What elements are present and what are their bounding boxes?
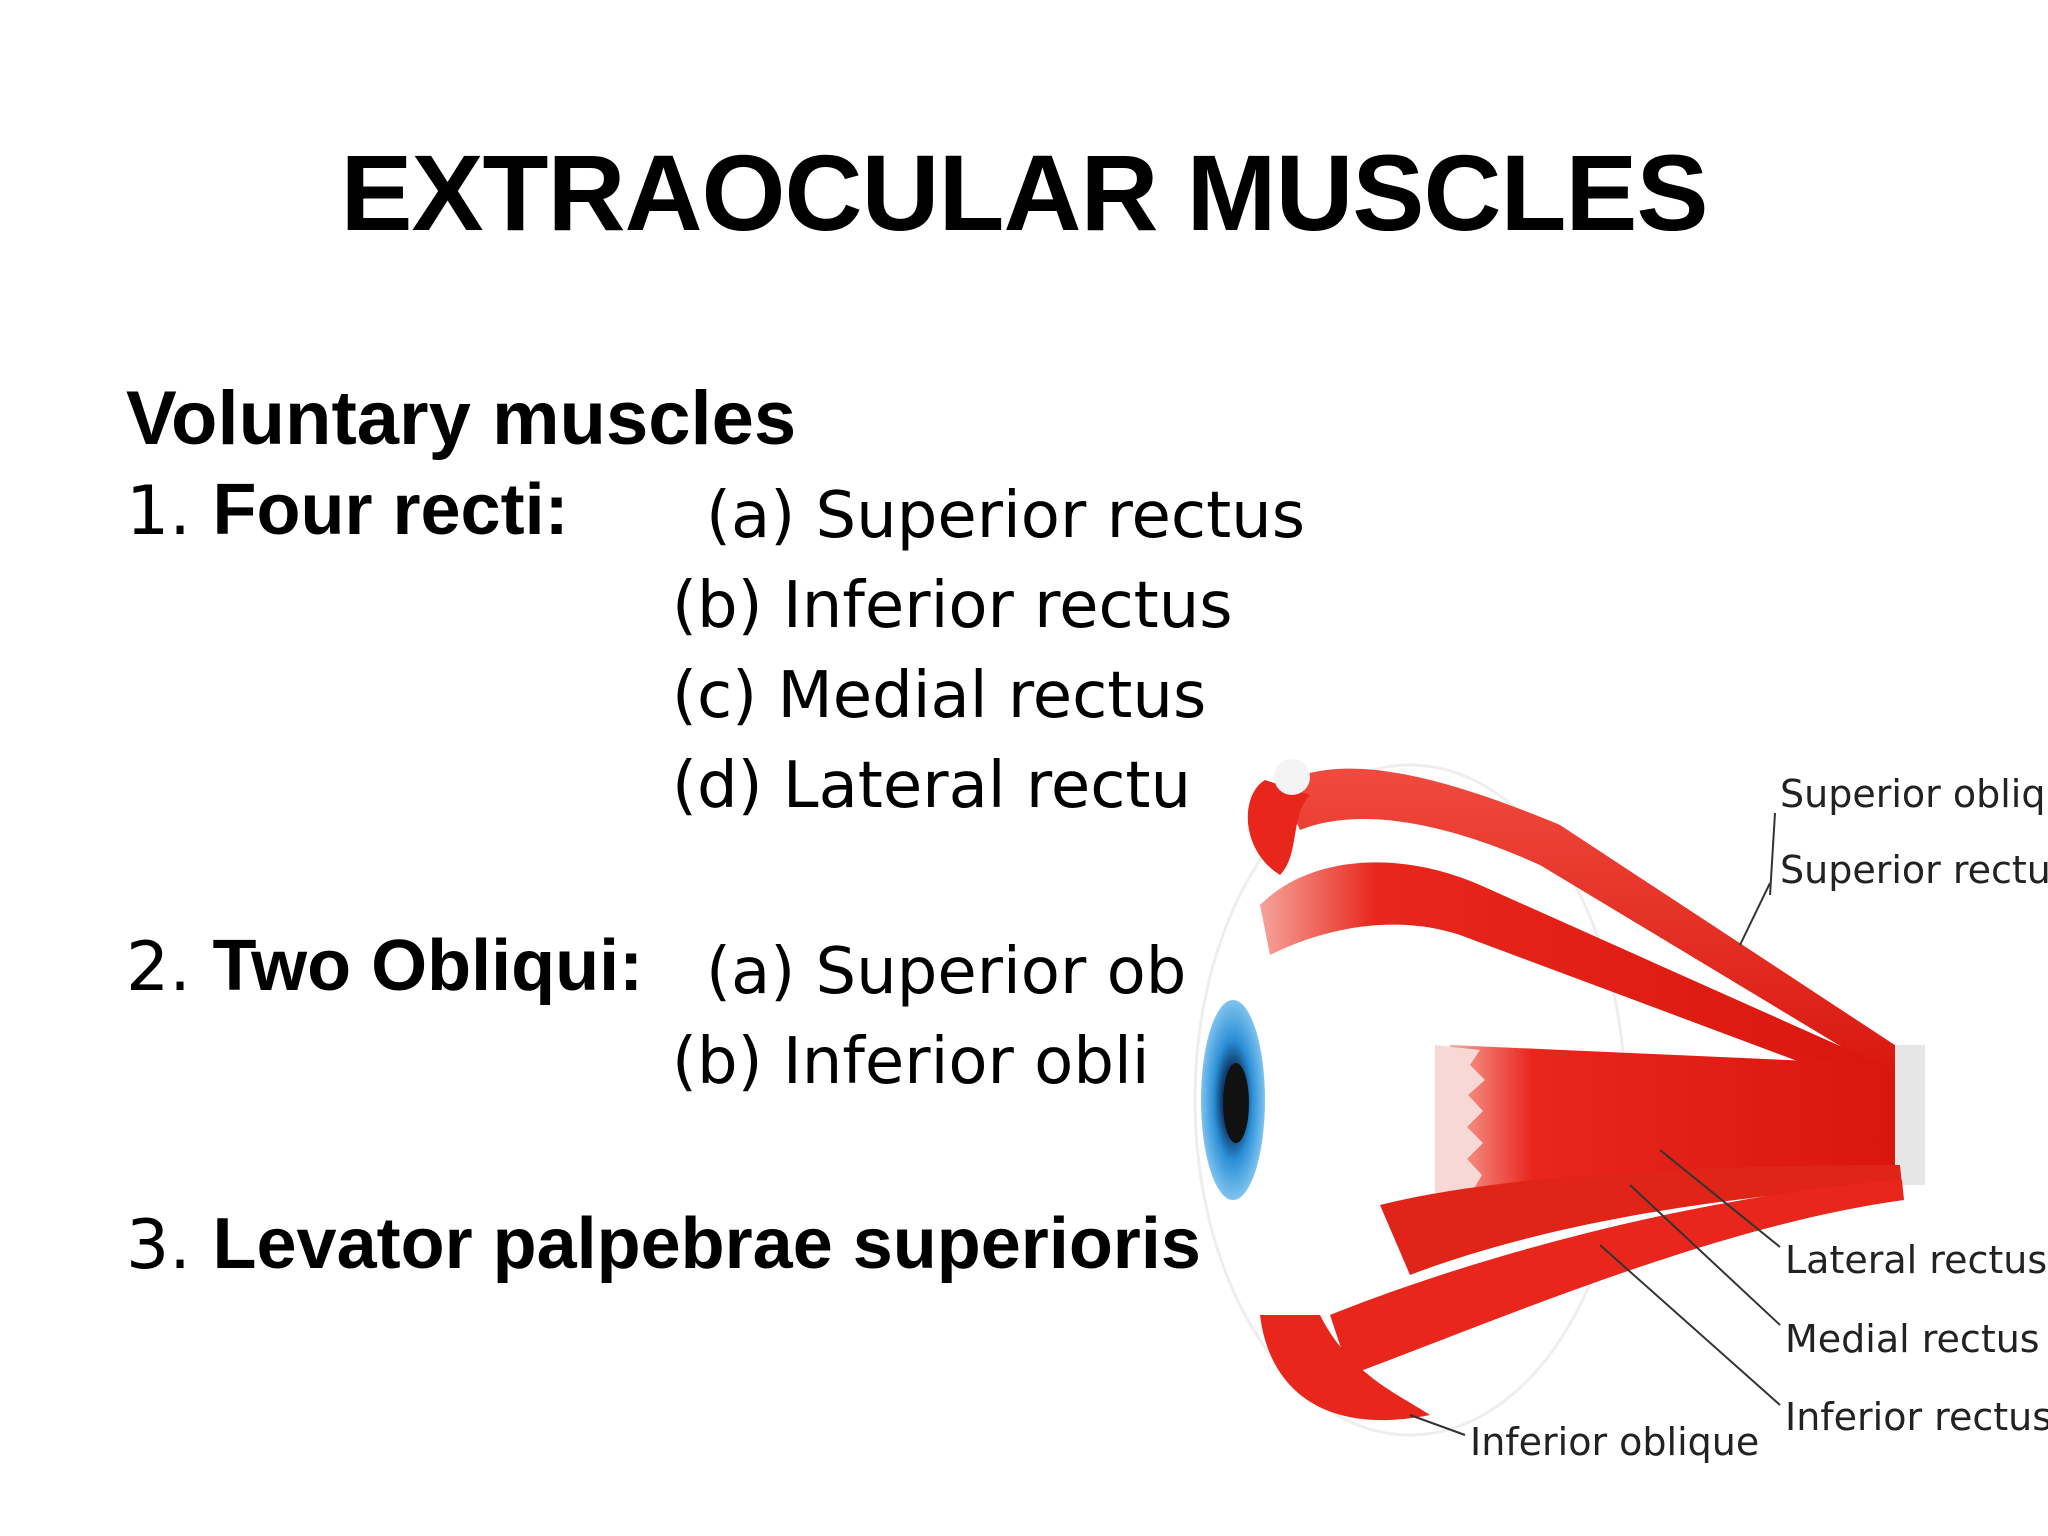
inferior-oblique-muscle (1260, 1315, 1430, 1421)
item-number: 2. (126, 928, 191, 1007)
section-heading: Voluntary muscles (126, 376, 797, 461)
item-number: 1. (126, 472, 191, 551)
pupil (1223, 1063, 1249, 1143)
slide-title: EXTRAOCULAR MUSCLES (340, 132, 1708, 253)
item-label: Levator palpebrae superioris (212, 1204, 1201, 1284)
list-item-2: 2. Two Obliqui: (126, 926, 643, 1008)
superior-rectus-muscle (1260, 862, 1905, 1100)
inferior-rectus-muscle (1330, 1180, 1904, 1375)
item-number: 3. (126, 1206, 191, 1285)
trochlea (1247, 780, 1310, 875)
medial-rectus-muscle (1380, 1165, 1902, 1275)
label-inferior-rectus: Inferior rectus (1785, 1395, 2048, 1439)
subitem: (b) Inferior rectus (672, 569, 1233, 643)
iris (1201, 1000, 1265, 1200)
label-lateral-rectus: Lateral rectus (1785, 1238, 2047, 1282)
item-label: Four recti: (212, 470, 569, 550)
label-leaders (1409, 812, 1781, 1436)
subitem: (a) Superior rectus (706, 479, 1306, 553)
lateral-rectus-muscle (1450, 1045, 1910, 1195)
subitem: (c) Medial rectus (672, 659, 1207, 733)
subitem: (a) Superior ob (706, 935, 1187, 1009)
eye-muscle-illustration: Superior oblique Superior rectus Lateral… (1193, 759, 2048, 1464)
list-item-3: 3. Levator palpebrae superioris (126, 1204, 1201, 1286)
label-medial-rectus: Medial rectus (1785, 1317, 2040, 1361)
eye-muscle-diagram: Superior oblique Superior rectus Lateral… (1180, 755, 2048, 1495)
subitem: (d) Lateral rectu (672, 749, 1192, 823)
annulus-of-zinn (1895, 1045, 1925, 1185)
trochlea-pulley (1274, 759, 1310, 795)
label-superior-rectus: Superior rectus (1780, 848, 2048, 892)
superior-oblique-muscle (1280, 768, 1910, 1085)
list-item-1: 1. Four recti: (126, 470, 569, 552)
item-label: Two Obliqui: (212, 926, 644, 1006)
subitem: (b) Inferior obli (672, 1025, 1150, 1099)
lateral-rectus-tendon (1435, 1045, 1485, 1195)
label-superior-oblique: Superior oblique (1780, 772, 2048, 816)
label-inferior-oblique: Inferior oblique (1470, 1420, 1759, 1464)
